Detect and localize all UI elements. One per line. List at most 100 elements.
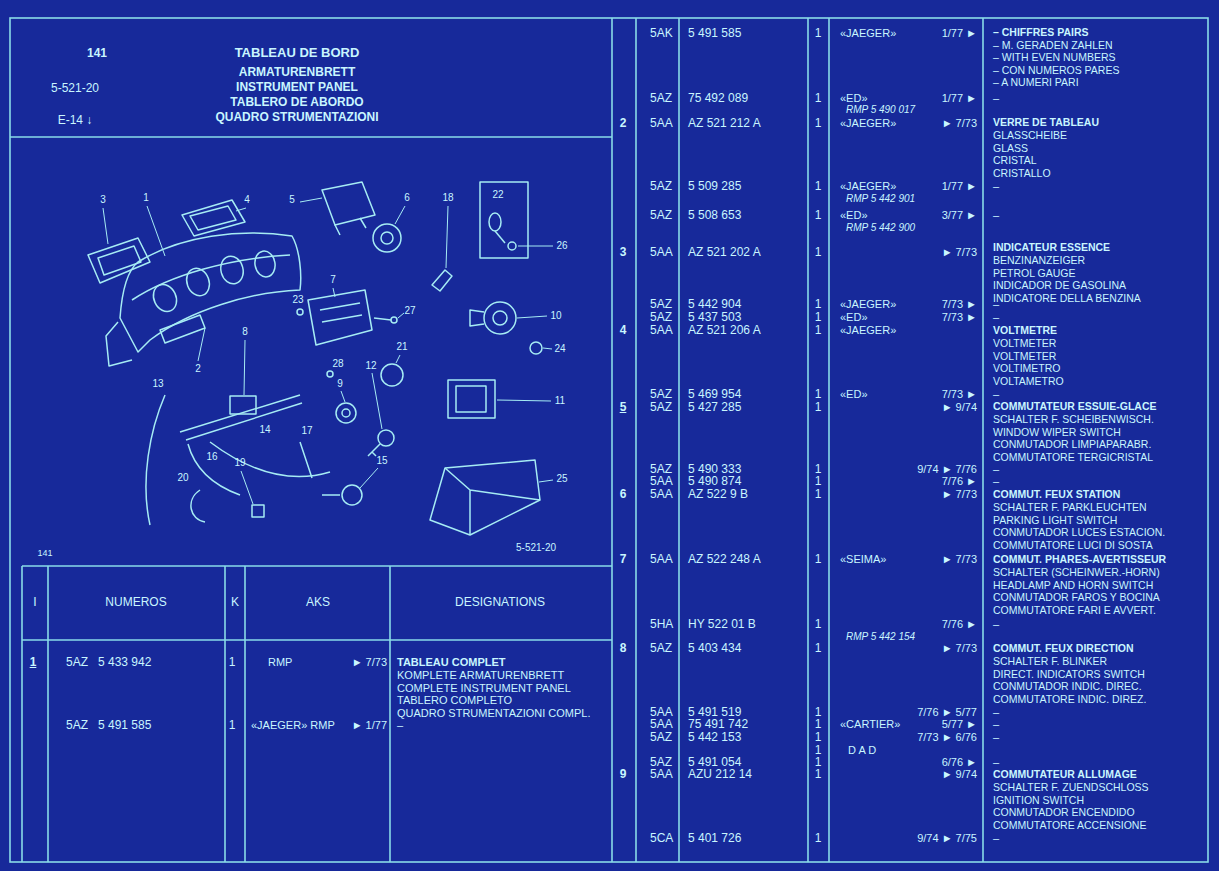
prefix-code: 5AZ: [650, 401, 672, 413]
quantity: 1: [815, 756, 822, 768]
quantity: 1: [815, 298, 822, 310]
replacement-ref: RMP 5 490 017: [846, 105, 915, 115]
date-range: 7/73 ►: [942, 299, 977, 310]
title-translation: QUADRO STRUMENTAZIONI: [215, 111, 378, 123]
designation: BENZINANZEIGER: [993, 255, 1085, 266]
prefix-code: 5AZ: [66, 656, 88, 668]
designation: PARKING LIGHT SWITCH: [993, 514, 1117, 525]
quantity: 1: [815, 718, 822, 730]
quantity: 1: [815, 388, 822, 400]
date-range: ► 7/73: [942, 247, 977, 258]
replacement-ref: RMP 5 442 154: [846, 632, 915, 642]
date-range: ► 7/73: [942, 489, 977, 500]
date-range: ► 1/77: [352, 720, 387, 731]
prefix-code: 5AA: [650, 246, 673, 258]
designation: SCHALTER F. ZUENDSCHLOSS: [993, 782, 1149, 793]
designation: COMMUTATEUR ALLUMAGE: [993, 769, 1137, 780]
designation: –: [397, 720, 403, 731]
designation: CONMUTADOR LUCES ESTACION.: [993, 527, 1165, 538]
aks-code: «JAEGER»: [840, 118, 896, 129]
prefix-code: 5AZ: [650, 311, 672, 323]
part-number: 5 442 904: [688, 298, 741, 310]
aks-code: D A D: [848, 745, 876, 756]
date-range: ► 7/73: [942, 643, 977, 654]
callout-number: 9: [337, 379, 343, 389]
group-code: 5-521-20: [51, 82, 99, 94]
quantity: 1: [815, 209, 822, 221]
designation: –: [993, 93, 999, 104]
date-range: 7/76 ►: [942, 619, 977, 630]
date-range: 9/74 ► 7/75: [917, 833, 977, 844]
part-number: 5 490 874: [688, 475, 741, 487]
quantity: 1: [815, 92, 822, 104]
aks-code: RMP: [268, 657, 292, 668]
designation: INDICADOR DE GASOLINA: [993, 280, 1126, 291]
designation: INDICATORE DELLA BENZINA: [993, 293, 1141, 304]
callout-number: 19: [234, 458, 245, 468]
designation: VERRE DE TABLEAU: [993, 117, 1099, 128]
callout-number: 11: [555, 396, 565, 406]
quantity: 1: [815, 744, 822, 756]
part-number: 5 491 585: [98, 719, 151, 731]
quantity: 1: [815, 475, 822, 487]
page-number: 141: [87, 47, 107, 59]
prefix-code: 5AZ: [650, 298, 672, 310]
designation: DIRECT. INDICATORS SWITCH: [993, 668, 1145, 679]
figure-ref: 5-521-20: [516, 543, 556, 553]
part-number: AZ 521 206 A: [688, 324, 761, 336]
prefix-code: 5AZ: [650, 388, 672, 400]
part-number: AZ 521 202 A: [688, 246, 761, 258]
exploded-illustration: [88, 182, 542, 535]
date-range: ► 7/73: [352, 657, 387, 668]
designation: COMMUT. FEUX DIRECTION: [993, 643, 1134, 654]
quantity: 1: [815, 324, 822, 336]
part-number: AZ 522 248 A: [688, 553, 761, 565]
item-number: 1: [30, 656, 37, 668]
grid-lines: [10, 18, 1208, 862]
title-translation: TABLERO DE ABORDO: [230, 96, 363, 108]
callout-number: 22: [492, 190, 503, 200]
item-number: 9: [620, 768, 627, 780]
designation: INDICATEUR ESSENCE: [993, 242, 1110, 253]
prefix-code: 5AZ: [650, 180, 672, 192]
callout-number: 2: [195, 364, 201, 374]
prefix-code: 5AA: [650, 324, 673, 336]
quantity: 1: [815, 27, 822, 39]
designation: COMMUTATORE ACCENSIONE: [993, 820, 1146, 831]
designation: CONMUTADOR ENCENDIDO: [993, 807, 1135, 818]
designation: VOLTMETRE: [993, 325, 1057, 336]
designation: – A NUMERI PARI: [993, 77, 1079, 88]
designation: CONMUTADOR FAROS Y BOCINA: [993, 592, 1160, 603]
designation: – WITH EVEN NUMBERS: [993, 52, 1116, 63]
callout-number: 6: [404, 193, 410, 203]
quantity: 1: [815, 642, 822, 654]
designation: COMMUTATEUR ESSUIE-GLACE: [993, 401, 1157, 412]
designation: KOMPLETE ARMATURENBRETT: [397, 669, 564, 680]
callout-number: 14: [259, 425, 270, 435]
callout-number: 26: [556, 241, 567, 251]
quantity: 1: [815, 401, 822, 413]
column-header: K: [231, 596, 239, 608]
part-number: 75 492 089: [688, 92, 748, 104]
designation: COMMUTATORE LUCI DI SOSTA: [993, 540, 1153, 551]
prefix-code: 5AA: [650, 768, 673, 780]
part-number: 5 401 726: [688, 832, 741, 844]
item-number: 7: [620, 553, 627, 565]
prefix-code: 5AA: [650, 718, 673, 730]
leader-lines: [103, 198, 553, 504]
designation: TABLERO COMPLETO: [397, 695, 512, 706]
callout-number: 25: [556, 474, 567, 484]
quantity: 1: [229, 719, 236, 731]
item-number: 8: [620, 642, 627, 654]
item-number: 2: [620, 117, 627, 129]
part-number: HY 522 01 B: [688, 618, 756, 630]
callout-number: 1: [143, 193, 149, 203]
quantity: 1: [815, 488, 822, 500]
designation: –: [993, 181, 999, 192]
aks-code: «JAEGER»: [840, 28, 896, 39]
date-range: ► 9/74: [942, 769, 977, 780]
callout-number: 12: [365, 361, 376, 371]
designation: SCHALTER F. PARKLEUCHTEN: [993, 502, 1147, 513]
designation: SCHALTER F. SCHEIBENWISCH.: [993, 414, 1154, 425]
